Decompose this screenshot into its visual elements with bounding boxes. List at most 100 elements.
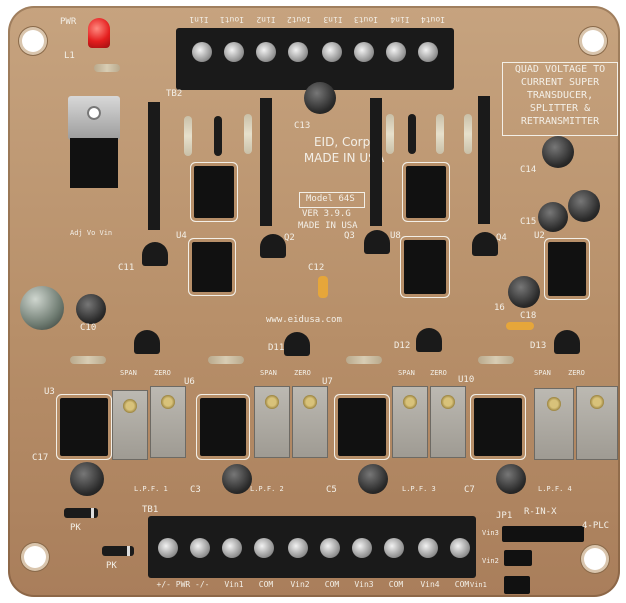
trimpot-screw: [161, 395, 175, 409]
tb1-labels: +/- PWR -/- Vin1 COM Vin2 COM Vin3 COM V…: [148, 580, 488, 592]
span-trimpot-1[interactable]: [112, 390, 148, 460]
d12-silk: D12: [394, 341, 411, 351]
resistor-network-rn2: [260, 98, 272, 226]
terminal-screw: [418, 42, 438, 62]
terminal-screw: [288, 538, 308, 558]
version-text: VER 3.9.G: [302, 209, 351, 219]
mounting-hole-top-right: [582, 30, 604, 52]
span-label-2: SPAN: [260, 369, 277, 377]
capacitor-c15-b: [538, 202, 568, 232]
trimpot-screw: [547, 397, 561, 411]
zero-label-4: ZERO: [568, 369, 585, 377]
made-in-usa-2: MADE IN USA: [298, 221, 358, 231]
d11-silk: D11: [268, 343, 285, 353]
jumper-vin3: Vin3: [482, 529, 499, 537]
capacitor-large: [20, 286, 64, 330]
resistor: [244, 114, 252, 154]
terminal-screw: [192, 42, 212, 62]
voltage-regulator-u1: [70, 138, 118, 188]
resistor-network-rn1: [148, 102, 160, 230]
capacitor-c15-a: [568, 190, 600, 222]
ic-u10: [474, 398, 522, 456]
c10-silk: C10: [80, 323, 97, 333]
terminal-screw: [288, 42, 308, 62]
diode: [408, 114, 416, 154]
tb2-label: Iin2: [256, 15, 276, 24]
mounting-hole-top-left: [22, 30, 44, 52]
title-line-2: CURRENT SUPER: [520, 77, 600, 88]
tb1-label-pwr: +/- PWR -/-: [156, 580, 210, 589]
terminal-screw: [158, 538, 178, 558]
tb2-labels: Iin1 Iout1 Iin2 Iout2 Iin3 Iout3 Iin4 Io…: [184, 10, 448, 24]
zero-trimpot-3[interactable]: [430, 386, 466, 458]
capacitor-16: [508, 276, 540, 308]
resistor: [464, 114, 472, 154]
span-label-3: SPAN: [398, 369, 415, 377]
trimpot-screw: [303, 395, 317, 409]
u10-silk: U10: [458, 375, 475, 385]
zero-label-3: ZERO: [430, 369, 447, 377]
c14-silk: C14: [520, 165, 537, 175]
power-led: [88, 18, 110, 48]
tb1-label: Vin1: [224, 580, 244, 589]
ic-u4: [192, 242, 232, 292]
transistor-d13: [554, 330, 580, 354]
q4-silk: Q4: [496, 233, 507, 243]
jumper-shunt-2[interactable]: [504, 550, 532, 566]
lpf-label-4: L.P.F. 4: [538, 485, 572, 493]
transistor-q3: [364, 230, 390, 254]
u6-silk: U6: [184, 377, 195, 387]
resistor: [60, 356, 116, 364]
ic-u2: [548, 242, 586, 296]
resistor-network-rn3: [370, 98, 382, 226]
title-line-5: RETRANSMITTER: [520, 116, 600, 127]
u4-silk: U4: [176, 231, 187, 241]
tb2-silk: TB2: [166, 89, 183, 99]
zero-trimpot-1[interactable]: [150, 386, 186, 458]
jumper-vin2: Vin2: [482, 557, 499, 565]
corp-silkscreen: EID, Corp. MADE IN USA: [278, 134, 410, 166]
diode: [214, 116, 222, 156]
c15-silk: C15: [520, 217, 537, 227]
span-trimpot-4[interactable]: [534, 388, 574, 460]
ic-u8: [404, 240, 446, 294]
tb2-label: Iin1: [189, 15, 209, 24]
tb1-label: Vin3: [354, 580, 374, 589]
lpf-label-2: L.P.F. 2: [250, 485, 284, 493]
tb1-label-last: Vin1: [470, 581, 487, 589]
zero-trimpot-2[interactable]: [292, 386, 328, 458]
terminal-screw: [254, 538, 274, 558]
jumper-shunt-3[interactable]: [504, 576, 530, 594]
heatsink-hole: [87, 106, 101, 120]
span-trimpot-3[interactable]: [392, 386, 428, 458]
terminal-screw: [322, 42, 342, 62]
r-in-x-silk: R-IN-X: [524, 507, 557, 517]
transistor-d11: [284, 332, 310, 356]
u7-silk: U7: [322, 377, 333, 387]
span-trimpot-2[interactable]: [254, 386, 290, 458]
ic-u6: [200, 398, 246, 456]
trimpot-screw: [403, 395, 417, 409]
terminal-screw: [386, 42, 406, 62]
lpf-label-3: L.P.F. 3: [402, 485, 436, 493]
capacitor-c13: [304, 82, 336, 114]
zero-trimpot-4[interactable]: [576, 386, 618, 460]
title-line-1: QUAD VOLTAGE TO: [514, 64, 606, 75]
corp-name: EID, Corp.: [313, 135, 375, 149]
c7-silk: C7: [464, 485, 475, 495]
diode-pk1: [64, 508, 98, 518]
made-in-usa: MADE IN USA: [303, 151, 385, 165]
jumper-header-row-1[interactable]: [502, 526, 584, 542]
span-label-4: SPAN: [534, 369, 551, 377]
terminal-screw: [450, 538, 470, 558]
website-text: www.eidusa.com: [266, 315, 342, 325]
terminal-block-tb2: [176, 28, 454, 90]
trimpot-screw: [123, 399, 137, 413]
capacitor-c12: [318, 276, 328, 298]
ic-u7: [338, 398, 386, 456]
terminal-screw: [190, 538, 210, 558]
q3-silk: Q3: [344, 231, 355, 241]
resistor: [436, 114, 444, 154]
terminal-screw: [256, 42, 276, 62]
c3-silk: C3: [190, 485, 201, 495]
